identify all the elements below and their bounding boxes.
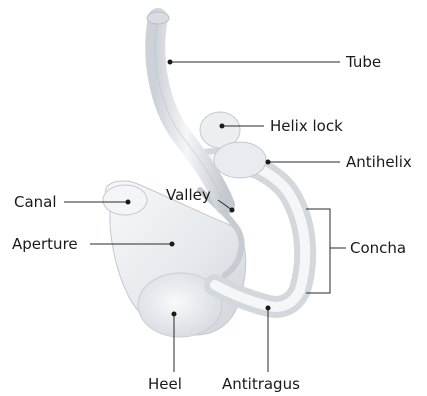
- tube-shape: [155, 18, 225, 205]
- label-antitragus: Antitragus: [222, 375, 300, 393]
- label-antihelix: Antihelix: [346, 153, 412, 171]
- dot-helix-lock: [220, 124, 225, 129]
- dot-aperture: [170, 242, 175, 247]
- dot-antihelix: [266, 160, 271, 165]
- label-concha: Concha: [350, 239, 406, 257]
- tube-end-opening: [147, 12, 169, 24]
- label-helix-lock: Helix lock: [270, 117, 343, 135]
- dot-antitragus: [266, 306, 271, 311]
- label-valley: Valley: [166, 186, 211, 204]
- label-canal: Canal: [14, 193, 57, 211]
- label-aperture: Aperture: [12, 235, 78, 253]
- dot-heel: [172, 312, 177, 317]
- canal-shape: [103, 185, 147, 215]
- label-tube: Tube: [346, 53, 381, 71]
- antihelix-shape: [214, 142, 266, 178]
- dot-valley: [230, 208, 235, 213]
- dot-tube: [168, 60, 173, 65]
- dot-canal: [126, 200, 131, 205]
- label-heel: Heel: [148, 375, 182, 393]
